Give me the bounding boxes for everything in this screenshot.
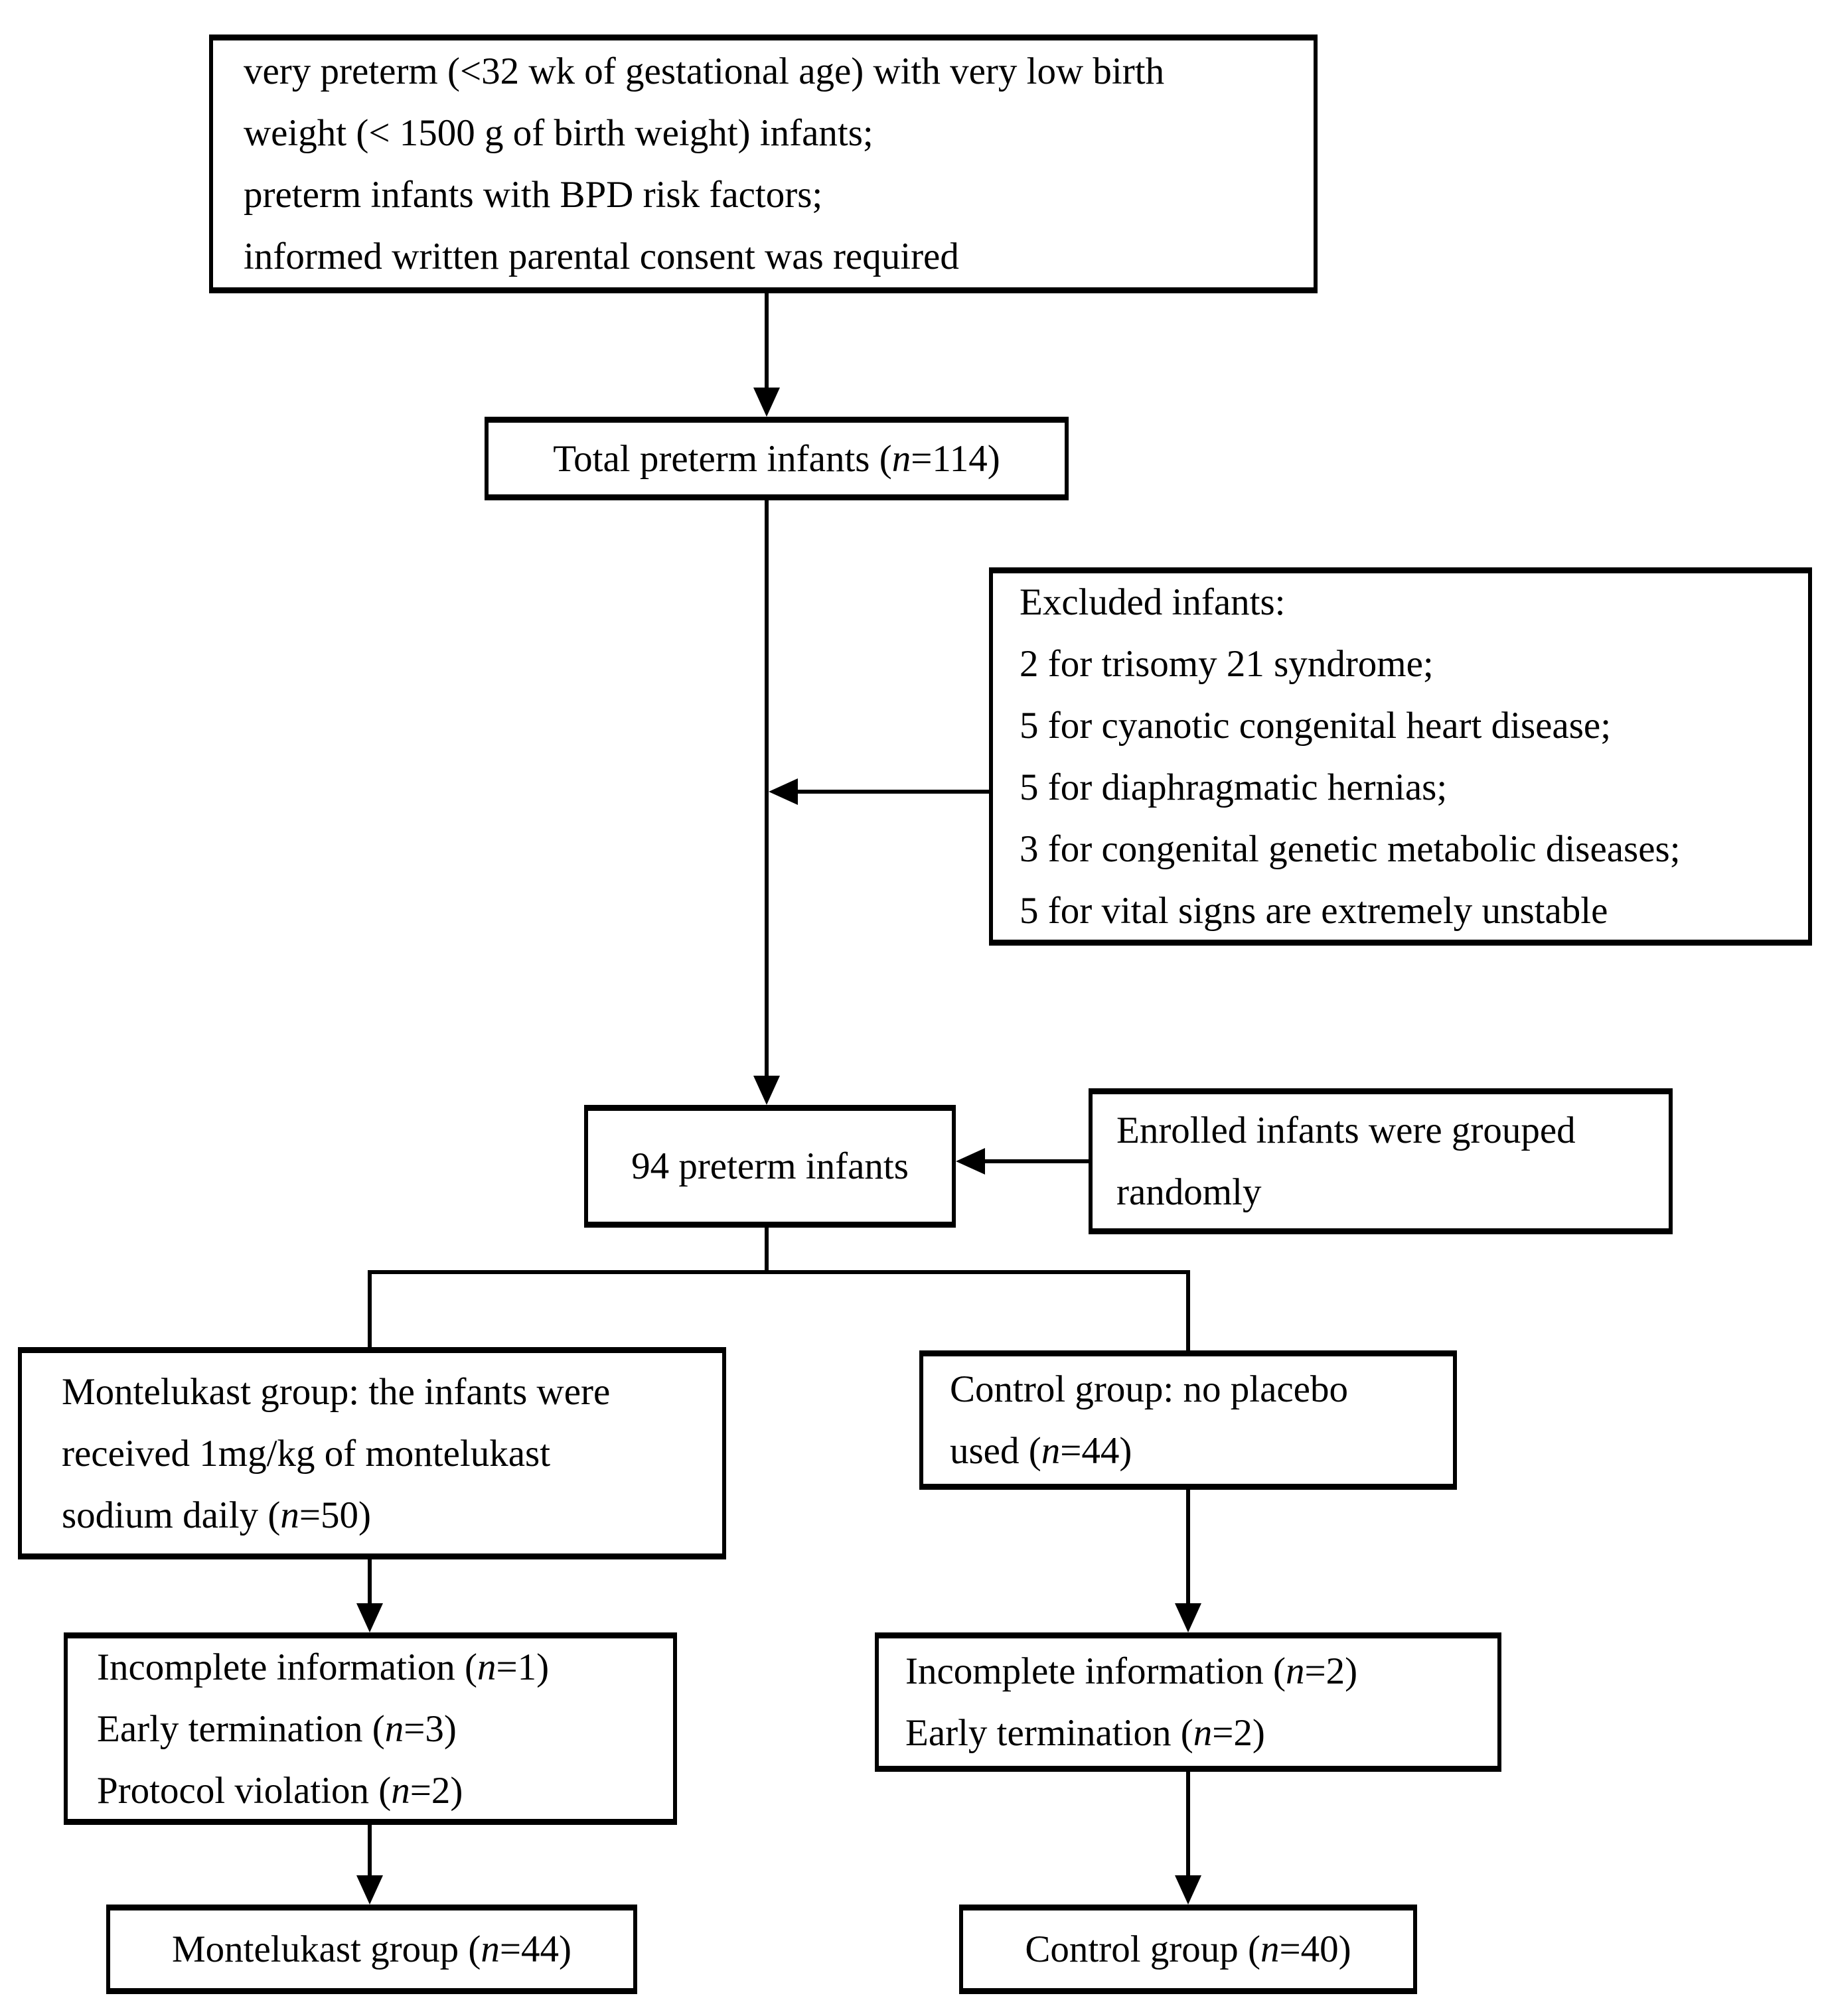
connector-line-split (368, 1270, 1190, 1274)
montelukast-attrition-line: Incomplete information (n=1) (97, 1646, 550, 1688)
montelukast-group-line: sodium daily (n=50) (62, 1494, 371, 1536)
italic-n: n (1193, 1712, 1213, 1754)
italic-n: n (481, 1928, 500, 1970)
connector-line-randomized-stem (765, 1228, 769, 1274)
montelukast-group-line: Montelukast group: the infants were (62, 1370, 611, 1413)
arrowhead-down-icon (1175, 1875, 1201, 1905)
connector-line-to-control (1186, 1270, 1190, 1350)
italic-n: n (1285, 1650, 1305, 1692)
total-preterm-infants-label: Total preterm infants (n=114) (553, 437, 1000, 480)
inclusion-criteria-box: very preterm (<32 wk of gestational age)… (209, 35, 1318, 293)
montelukast-group-line: received 1mg/kg of montelukast (62, 1432, 551, 1475)
connector-line-inclusion-to-total (765, 293, 769, 389)
connector-line-montelukast-to-attrition (368, 1559, 372, 1605)
randomized-infants-box: 94 preterm infants (584, 1105, 956, 1228)
montelukast-attrition-line: Early termination (n=3) (97, 1707, 457, 1750)
italic-n: n (384, 1707, 404, 1750)
enrolled-randomly-line: randomly (1116, 1171, 1262, 1213)
control-final-box: Control group (n=40) (959, 1905, 1417, 1994)
enrolled-randomly-line: Enrolled infants were grouped (1116, 1110, 1576, 1151)
italic-n: n (477, 1646, 496, 1688)
arrowhead-down-icon (1175, 1603, 1201, 1632)
arrowhead-left-icon (769, 778, 798, 805)
control-final-label: Control group (n=40) (1025, 1928, 1351, 1970)
italic-n: n (1260, 1928, 1280, 1970)
connector-line-control-to-attrition (1186, 1490, 1190, 1605)
enrolled-randomly-box: Enrolled infants were grouped randomly (1089, 1088, 1673, 1234)
excluded-infants-line: 2 for trisomy 21 syndrome; (1020, 643, 1434, 685)
connector-line-attrition-to-final-right (1186, 1772, 1190, 1877)
excluded-infants-line: Excluded infants: (1020, 581, 1286, 623)
control-group-line: Control group: no placebo (950, 1368, 1348, 1410)
italic-n: n (391, 1769, 410, 1812)
excluded-infants-box: Excluded infants: 2 for trisomy 21 syndr… (989, 567, 1812, 946)
connector-line-to-montelukast (368, 1270, 372, 1347)
inclusion-criteria-line: very preterm (<32 wk of gestational age)… (244, 50, 1165, 92)
excluded-infants-line: 5 for vital signs are extremely unstable (1020, 890, 1608, 932)
connector-line-enrolled (985, 1159, 1089, 1163)
excluded-infants-line: 3 for congenital genetic metabolic disea… (1020, 828, 1681, 870)
arrowhead-left-icon (956, 1148, 985, 1175)
montelukast-attrition-box: Incomplete information (n=1) Early termi… (64, 1632, 677, 1825)
control-attrition-box: Incomplete information (n=2) Early termi… (875, 1632, 1501, 1772)
connector-line-attrition-to-final-left (368, 1825, 372, 1877)
control-attrition-line: Early termination (n=2) (905, 1712, 1265, 1754)
italic-n: n (1041, 1430, 1061, 1472)
control-group-box: Control group: no placebo used (n=44) (919, 1350, 1457, 1490)
control-group-line: used (n=44) (950, 1430, 1132, 1472)
inclusion-criteria-line: informed written parental consent was re… (244, 236, 959, 277)
connector-line-excluded (798, 790, 989, 794)
excluded-infants-line: 5 for cyanotic congenital heart disease; (1020, 705, 1612, 747)
montelukast-final-label: Montelukast group (n=44) (171, 1928, 572, 1970)
arrowhead-down-icon (753, 388, 780, 417)
arrowhead-down-icon (753, 1076, 780, 1105)
montelukast-final-box: Montelukast group (n=44) (106, 1905, 637, 1994)
arrowhead-down-icon (356, 1875, 383, 1905)
excluded-infants-line: 5 for diaphragmatic hernias; (1020, 766, 1448, 808)
montelukast-group-box: Montelukast group: the infants were rece… (18, 1347, 726, 1559)
italic-n: n (891, 437, 911, 480)
italic-n: n (280, 1494, 299, 1536)
total-preterm-infants-box: Total preterm infants (n=114) (485, 417, 1069, 500)
inclusion-criteria-line: weight (< 1500 g of birth weight) infant… (244, 112, 873, 154)
montelukast-attrition-line: Protocol violation (n=2) (97, 1769, 463, 1812)
randomized-infants-label: 94 preterm infants (631, 1145, 909, 1187)
connector-line-total-to-randomized (765, 500, 769, 1077)
arrowhead-down-icon (356, 1603, 383, 1632)
inclusion-criteria-line: preterm infants with BPD risk factors; (244, 174, 823, 216)
control-attrition-line: Incomplete information (n=2) (905, 1650, 1358, 1692)
